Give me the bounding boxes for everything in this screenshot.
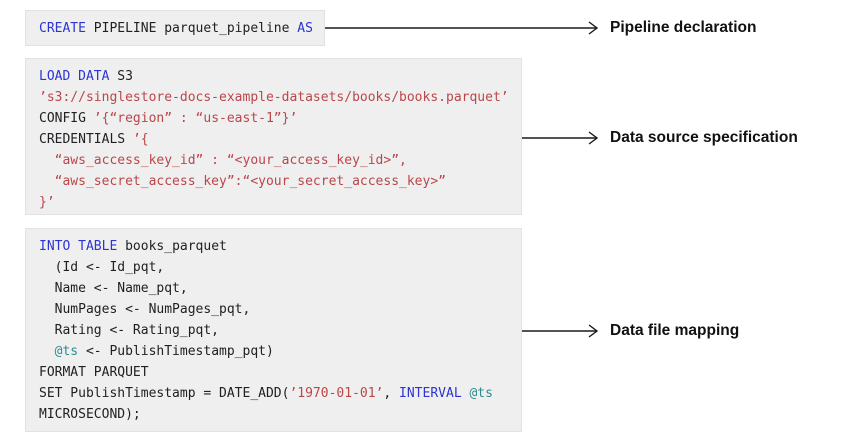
code-token-plain: S3: [109, 69, 133, 84]
code-token-plain: Name <- Name_pqt,: [39, 281, 188, 296]
arrow-pipeline-declaration: [325, 21, 599, 35]
code-line: INTO TABLE books_parquet: [39, 236, 508, 257]
code-token-plain: <- PublishTimestamp_pqt): [78, 344, 274, 359]
code-token-plain: CONFIG: [39, 111, 94, 126]
code-block-data-source-specification: LOAD DATA S3 ’s3://singlestore-docs-examp…: [25, 58, 522, 215]
code-token-plain: FORMAT PARQUET: [39, 365, 149, 380]
code-line: LOAD DATA S3: [39, 66, 508, 87]
code-line: Name <- Name_pqt,: [39, 278, 508, 299]
code-line: SET PublishTimestamp = DATE_ADD(’1970-01…: [39, 383, 508, 404]
arrow-data-source-specification: [522, 131, 599, 145]
code-line: “aws_access_key_id” : “<your_access_key_…: [39, 150, 508, 171]
code-token-plain: NumPages <- NumPages_pqt,: [39, 302, 251, 317]
code-token-str: “aws_secret_access_key”:“<your_secret_ac…: [39, 174, 446, 189]
code-token-plain: CREDENTIALS: [39, 132, 133, 147]
label-pipeline-declaration: Pipeline declaration: [610, 19, 757, 36]
code-token-str: ’1970-01-01’: [289, 386, 384, 401]
code-line: “aws_secret_access_key”:“<your_secret_ac…: [39, 171, 508, 192]
code-line: (Id <- Id_pqt,: [39, 257, 508, 278]
code-token-plain: MICROSECOND);: [39, 407, 141, 422]
label-data-file-mapping: Data file mapping: [610, 322, 740, 339]
code-line: NumPages <- NumPages_pqt,: [39, 299, 508, 320]
code-line: CONFIG ’{“region” : “us-east-1”}’: [39, 108, 508, 129]
code-token-plain: books_parquet: [117, 239, 227, 254]
code-token-var: @ts: [54, 344, 79, 359]
code-token-kw: INTO TABLE: [39, 239, 118, 254]
code-block-pipeline-declaration: CREATE PIPELINE parquet_pipeline AS: [25, 10, 325, 46]
code-token-kw: CREATE: [39, 20, 86, 36]
code-token-plain: (Id <- Id_pqt,: [39, 260, 165, 275]
arrow-data-file-mapping: [522, 324, 599, 338]
code-token-var: @ts: [469, 386, 493, 401]
code-line: Rating <- Rating_pqt,: [39, 320, 508, 341]
code-line: CREDENTIALS ’{: [39, 129, 508, 150]
code-token-str: ’{: [132, 132, 149, 147]
code-token-kw: INTERVAL: [399, 386, 462, 401]
label-data-source-specification: Data source specification: [610, 129, 798, 146]
code-token-plain: SET PublishTimestamp = DATE_ADD(: [39, 386, 290, 401]
code-token-str: ’{“region” : “us-east-1”}’: [93, 111, 298, 126]
code-token-plain: PIPELINE parquet_pipeline: [85, 20, 298, 36]
code-token-str: ’s3://singlestore-docs-example-datasets/…: [39, 90, 509, 105]
code-line: ’s3://singlestore-docs-example-datasets/…: [39, 87, 509, 108]
code-token-plain: Rating <- Rating_pqt,: [39, 323, 220, 338]
code-token-plain: ,: [383, 386, 400, 401]
code-line: }’: [39, 192, 508, 213]
code-token-kw: AS: [297, 20, 313, 36]
code-line: @ts <- PublishTimestamp_pqt): [39, 341, 508, 362]
code-token-plain: [39, 344, 55, 359]
code-block-data-file-mapping: INTO TABLE books_parquet (Id <- Id_pqt, …: [25, 228, 522, 432]
code-line: CREATE PIPELINE parquet_pipeline AS: [39, 18, 313, 39]
code-token-str: }’: [39, 195, 55, 210]
code-line: MICROSECOND);: [39, 404, 508, 425]
code-token-str: “aws_access_key_id” : “<your_access_key_…: [39, 153, 407, 168]
code-token-kw: LOAD DATA: [39, 69, 110, 84]
code-line: FORMAT PARQUET: [39, 362, 508, 383]
